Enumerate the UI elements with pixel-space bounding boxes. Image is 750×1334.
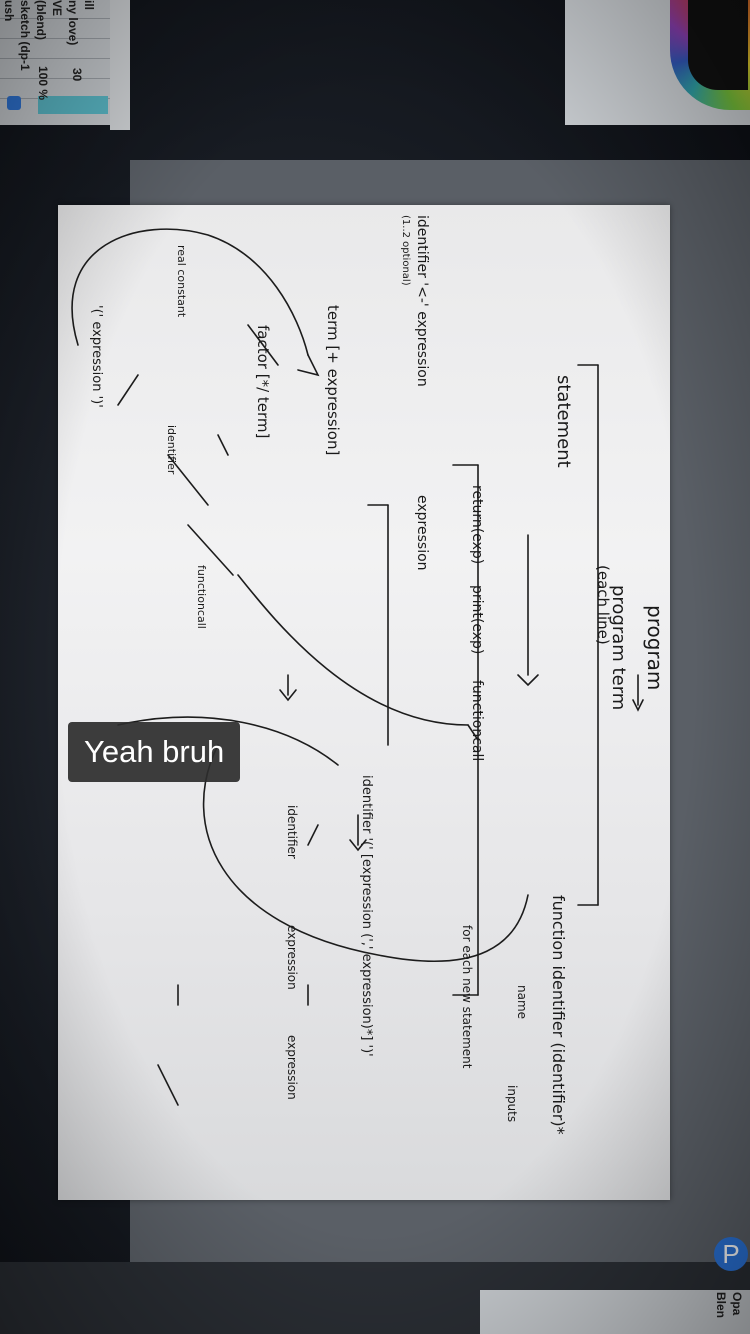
- node-functioncall-top: functioncall: [469, 680, 485, 761]
- node-program-term: program term: [608, 585, 629, 710]
- node-call-syntax: identifier '(' [expression (',' expressi…: [359, 775, 374, 1057]
- handwritten-diagram: program program term (each line) stateme…: [71, 215, 667, 1135]
- node-each-line: (each line): [594, 565, 612, 645]
- node-expression-right-2: expression: [285, 1035, 299, 1100]
- whiteboard-image: [58, 205, 670, 1200]
- node-identifier-assign: identifier '<-' expression: [414, 215, 430, 387]
- panel-item-3[interactable]: VE: [50, 0, 64, 17]
- settings-icon[interactable]: [7, 96, 21, 110]
- node-expression-top: expression: [414, 495, 430, 571]
- opacity-slider[interactable]: [38, 96, 108, 114]
- node-identifier-bottom: identifier: [165, 425, 178, 475]
- node-expression-right-1: expression: [285, 925, 299, 990]
- node-paren-expression: '(' expression ')': [89, 305, 104, 408]
- panel-item-0[interactable]: ush: [2, 0, 16, 22]
- node-for-each: for each new statement: [460, 925, 474, 1069]
- opacity-label: Opa: [730, 1292, 744, 1316]
- opacity-value: 100 %: [36, 66, 50, 101]
- node-name: name: [515, 985, 529, 1019]
- node-identifier-right: identifier: [285, 805, 299, 859]
- panel-item-4[interactable]: ny love): [66, 0, 80, 46]
- node-term: term [+ expression]: [324, 305, 342, 455]
- node-real-constant: real constant: [175, 245, 188, 318]
- node-inputs: inputs: [505, 1085, 519, 1122]
- whiteboard-title: program: [643, 605, 667, 690]
- p-app-button[interactable]: P: [714, 1237, 748, 1271]
- node-optional: (1..2 optional): [400, 215, 411, 286]
- node-function: function identifier (identifier)*: [549, 895, 568, 1135]
- panel-item-5[interactable]: ill: [82, 0, 96, 11]
- caption-overlay: Yeah bruh: [68, 722, 241, 782]
- brush-size-value: 30: [70, 68, 84, 82]
- panel-item-2[interactable]: (blend): [34, 0, 48, 40]
- panel-item-1[interactable]: sketch (dp-1: [18, 0, 32, 71]
- layer-panel: [480, 1290, 750, 1334]
- node-factor: factor [*/ term]: [254, 325, 272, 438]
- node-return: return(exp): [469, 485, 485, 564]
- blend-label: Blen: [714, 1292, 728, 1319]
- brush-list-strip: [110, 0, 130, 130]
- caption-text: Yeah bruh: [84, 734, 225, 769]
- node-statement: statement: [553, 375, 574, 468]
- node-functioncall-bottom: functioncall: [195, 565, 208, 629]
- node-print: print(exp): [469, 585, 485, 654]
